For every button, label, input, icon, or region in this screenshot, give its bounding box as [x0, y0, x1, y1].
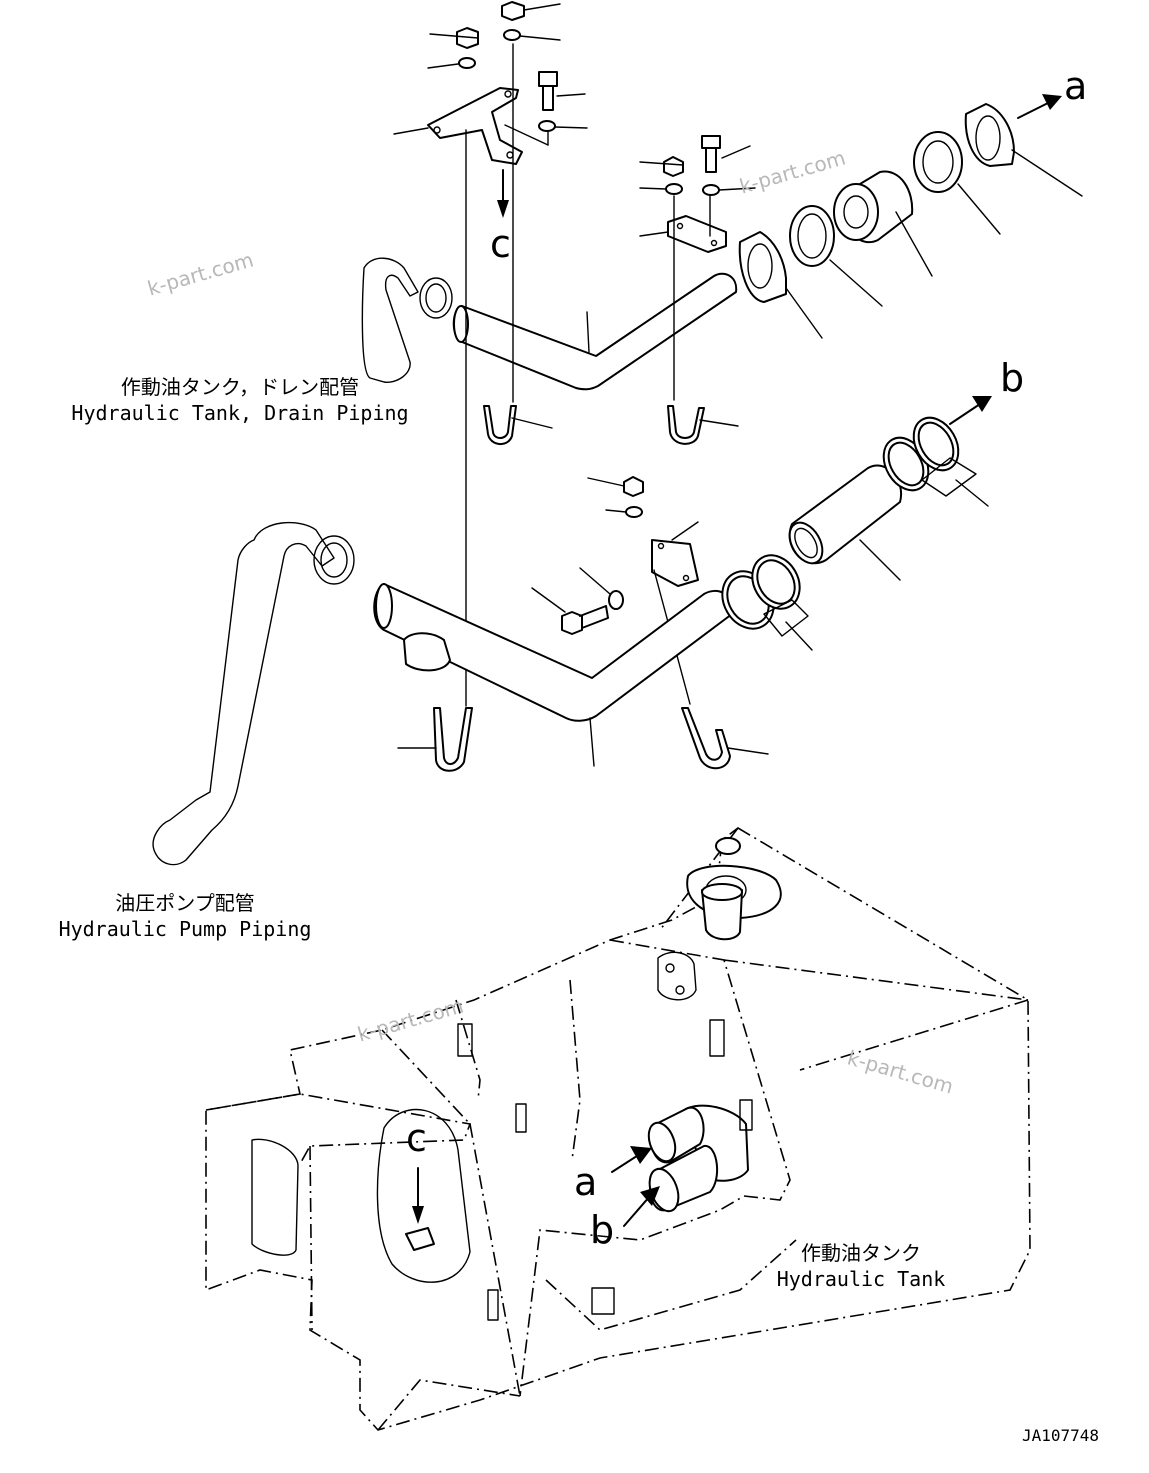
upper-pipe — [361, 257, 738, 391]
bolt-mid-head — [701, 135, 721, 149]
callout-c-top: c — [490, 222, 511, 266]
pump-piping-label: 油圧ポンプ配管 Hydraulic Pump Piping — [50, 890, 320, 942]
top-bracket — [427, 87, 523, 165]
washer-top-3 — [538, 120, 556, 132]
callout-b-tank: b — [590, 1208, 615, 1252]
bolt-top-shank — [542, 85, 554, 111]
top-bracket-group — [393, 1, 588, 218]
pump-piping-label-jp: 油圧ポンプ配管 — [115, 891, 255, 915]
washer-low-1 — [625, 506, 643, 518]
washer-top-2 — [458, 57, 476, 69]
washer-mid-1 — [665, 183, 683, 195]
nut-mid — [663, 156, 684, 177]
drain-piping-label-en: Hydraulic Tank, Drain Piping — [71, 401, 409, 425]
washer-low-2 — [608, 590, 624, 610]
mid-bracket — [667, 215, 727, 253]
callout-a-top: a — [1064, 64, 1088, 108]
tank-label-en: Hydraulic Tank — [776, 1267, 946, 1291]
pump-piping-label-en: Hydraulic Pump Piping — [58, 917, 312, 941]
u-bolts-upper — [483, 405, 739, 445]
upper-fittings-group — [738, 94, 1083, 339]
callout-a-tank: a — [574, 1160, 598, 1204]
nut-top-1 — [501, 1, 525, 21]
hose-group — [721, 396, 992, 651]
lower-bracket-group — [531, 476, 699, 705]
drain-piping-label-jp: 作動油タンク，ドレン配管 — [120, 375, 360, 399]
nut-top-2 — [456, 27, 479, 49]
bolt-top-head — [538, 71, 558, 87]
tank-label-jp: 作動油タンク — [801, 1241, 921, 1265]
washer-top-1 — [503, 29, 521, 41]
tank-label: 作動油タンク Hydraulic Tank — [766, 1240, 956, 1292]
washer-mid-2 — [702, 184, 720, 196]
drain-piping-label: 作動油タンク，ドレン配管 Hydraulic Tank, Drain Pipin… — [60, 374, 420, 426]
nut-low — [623, 476, 644, 497]
bolt-mid-shank — [705, 147, 717, 173]
hydraulic-tank — [205, 827, 1031, 1431]
mid-bracket-group — [639, 135, 756, 253]
callout-b-top: b — [1000, 356, 1025, 400]
lower-pipe — [152, 521, 734, 866]
callout-c-tank: c — [406, 1116, 427, 1160]
u-bolts-lower — [397, 707, 769, 772]
low-bracket — [651, 539, 699, 587]
drawing-code: JA107748 — [1022, 1426, 1100, 1445]
